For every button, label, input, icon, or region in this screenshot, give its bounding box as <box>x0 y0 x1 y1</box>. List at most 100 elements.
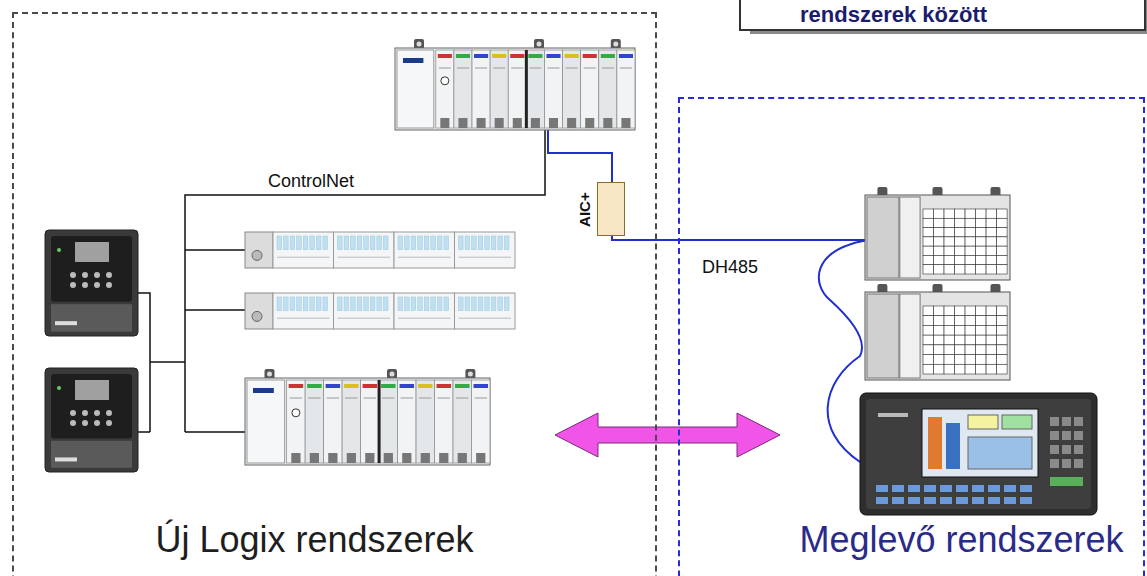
terminal <box>465 297 470 311</box>
terminal-cell <box>923 228 934 237</box>
function-key <box>956 497 968 504</box>
io-module <box>287 380 305 463</box>
module-latch <box>421 453 430 463</box>
terminal-cell <box>997 209 1008 218</box>
module-latch <box>513 118 522 128</box>
io-module <box>273 293 334 329</box>
drive-button <box>94 410 100 416</box>
terminal-cell <box>986 335 997 345</box>
terminal <box>383 297 388 311</box>
power-supply <box>247 380 285 463</box>
dh485-cable <box>548 130 612 182</box>
terminal <box>431 236 436 250</box>
mounting-hole <box>537 42 542 47</box>
terminal-cell <box>976 364 987 374</box>
terminal <box>431 297 436 311</box>
drive-panel <box>51 236 132 302</box>
terminal-cell <box>965 209 976 218</box>
terminal-cell <box>944 246 955 255</box>
module-latch <box>477 118 486 128</box>
terminal-cell <box>976 306 987 316</box>
terminal-cell <box>955 237 966 246</box>
terminal-cell <box>934 306 945 316</box>
function-key <box>972 485 984 492</box>
drive-button <box>70 410 76 416</box>
terminal-cell <box>955 265 966 274</box>
terminal-cell <box>976 209 987 218</box>
io-module <box>273 232 334 268</box>
terminal-cell <box>934 237 945 246</box>
module-detail <box>602 68 614 69</box>
terminal-cell <box>965 355 976 365</box>
drive-panel <box>51 374 132 438</box>
terminal-body <box>860 393 1097 515</box>
terminal-cell <box>965 237 976 246</box>
io-module <box>526 50 544 128</box>
terminal <box>498 236 503 250</box>
terminal <box>297 236 302 250</box>
drive-logo <box>55 457 77 461</box>
module-color-strip <box>307 384 321 388</box>
terminal-cell <box>923 218 934 227</box>
io-module <box>394 293 455 329</box>
module-color-strip <box>601 54 615 58</box>
terminal-cell <box>944 345 955 355</box>
terminal-logo <box>878 413 908 417</box>
terminal <box>377 297 382 311</box>
terminal-cell <box>976 316 987 326</box>
drive-button <box>106 282 112 288</box>
terminal-cell <box>934 335 945 345</box>
module-latch <box>458 453 467 463</box>
module-color-strip <box>400 384 414 388</box>
function-key <box>892 497 904 504</box>
terminal-cell <box>923 237 934 246</box>
terminal <box>310 236 315 250</box>
terminal-cell <box>997 255 1008 264</box>
rack-body <box>865 195 1010 280</box>
terminal-cell <box>986 265 997 274</box>
terminal-cell <box>976 355 987 365</box>
mounting-hole <box>613 42 618 47</box>
function-key <box>924 497 936 504</box>
key-switch <box>441 77 449 85</box>
chassis-body <box>245 378 490 465</box>
terminal <box>472 236 477 250</box>
terminal <box>277 297 282 311</box>
module-detail <box>529 68 541 69</box>
powerflex-drive <box>45 368 138 472</box>
keypad-key <box>1074 417 1083 426</box>
module-detail <box>308 398 320 399</box>
terminal-cell <box>934 325 945 335</box>
dh485-cable <box>612 236 868 240</box>
function-key <box>940 497 952 504</box>
terminal-cell <box>976 265 987 274</box>
terminal-cell <box>923 335 934 345</box>
screen-field <box>968 437 1032 469</box>
terminal-cell <box>944 228 955 237</box>
terminal-cell <box>955 218 966 227</box>
drive-button <box>70 420 76 426</box>
terminal-cell <box>965 306 976 316</box>
io-module <box>416 380 434 463</box>
module-color-strip <box>583 54 597 58</box>
drive-button <box>70 282 76 288</box>
module-detail <box>290 398 302 399</box>
drive-button <box>82 410 88 416</box>
adapter <box>245 293 273 329</box>
keypad-key <box>1050 431 1059 440</box>
io-module <box>472 50 490 128</box>
terminal <box>498 297 503 311</box>
io-module <box>544 50 562 128</box>
system-region: Új Logix rendszerekAIC+ <box>12 12 657 576</box>
drive-lower-panel <box>51 441 132 468</box>
terminal <box>303 297 308 311</box>
terminal <box>290 236 295 250</box>
drive-button <box>82 420 88 426</box>
module-latch <box>439 453 448 463</box>
terminal <box>485 236 490 250</box>
drive-body <box>45 230 138 336</box>
terminal <box>398 297 403 311</box>
slc-rack <box>865 284 1010 380</box>
